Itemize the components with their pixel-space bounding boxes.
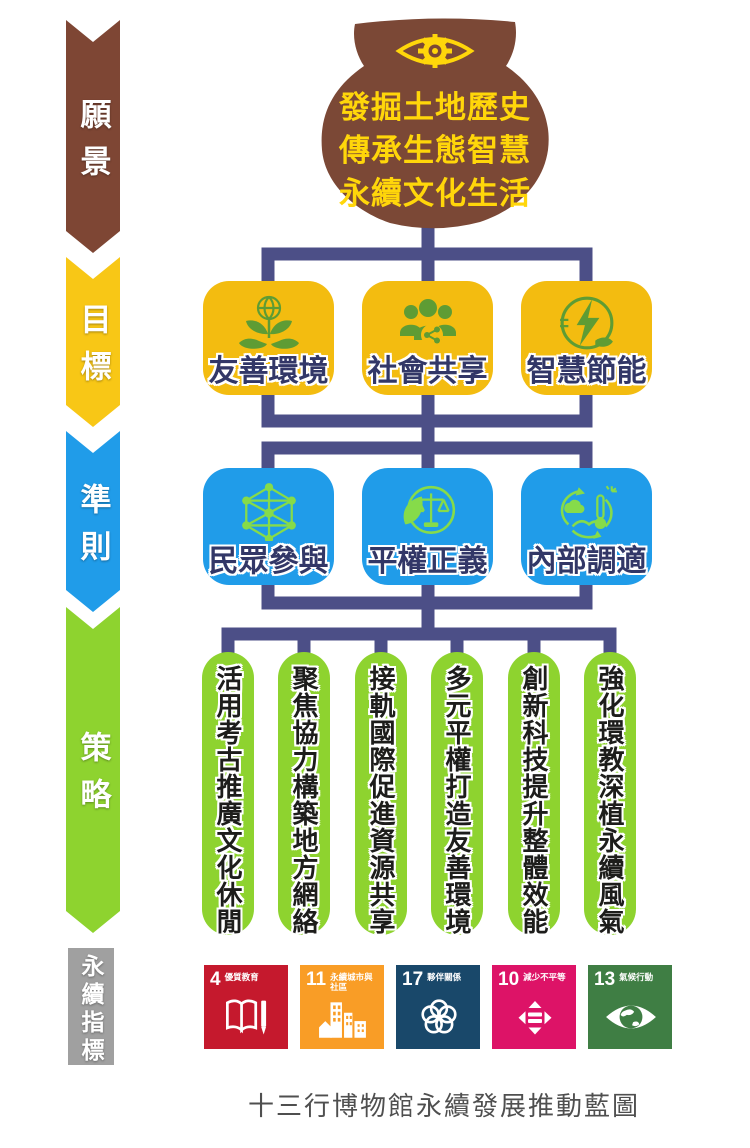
- ribbon-segment-vision: 願景: [66, 20, 120, 253]
- sdg-title: 優質教育: [224, 972, 259, 982]
- sdg-number: 4: [210, 969, 221, 990]
- strategy-pill: 多元平權打造友善環境: [431, 652, 483, 935]
- strategy-text: 強化環教深植永續風氣: [595, 665, 625, 935]
- strategy-pill: 接軌國際促進資源共享: [355, 652, 407, 935]
- strategy-text: 多元平權打造友善環境: [442, 665, 472, 935]
- sdg-tile-4: 4 優質教育: [204, 965, 288, 1049]
- sdg-13-eye-globe-icon: [594, 989, 668, 1045]
- ribbon-label-strategy: 策略: [75, 731, 111, 825]
- principle-box-internal-adaptation: 內部調適: [521, 468, 652, 585]
- goal-label: 友善環境: [208, 355, 329, 388]
- ribbon-segment-strategy: 策略: [66, 607, 120, 933]
- sdg-17-interlocking-rings-icon: [402, 989, 476, 1045]
- diagram-caption: 十三行博物館永續發展推動藍圖: [247, 1091, 640, 1121]
- sdg-tile-10: 10 減少不平等: [492, 965, 576, 1049]
- goal-label: 社會共享: [367, 355, 488, 388]
- sdg-number: 13: [594, 969, 616, 990]
- strategy-text: 接軌國際促進資源共享: [366, 665, 396, 935]
- vision-line-2: 傳承生態智慧: [339, 133, 531, 168]
- sdg-title: 夥伴關係: [427, 972, 462, 982]
- strategy-pill: 強化環教深植永續風氣: [584, 652, 636, 935]
- principle-box-public-participation: 民眾參與: [203, 468, 334, 585]
- lightning-leaf-icon: [558, 281, 616, 357]
- vision-line-1: 發掘土地歷史: [339, 90, 531, 125]
- network-globe-icon: [238, 468, 300, 547]
- people-share-icon: [396, 281, 460, 357]
- sdg-title: 氣候行動: [619, 972, 654, 982]
- goal-box-smart-energy: 智慧節能: [521, 281, 652, 395]
- sdg-tile-17: 17 夥伴關係: [396, 965, 480, 1049]
- sdg-number: 10: [498, 969, 520, 990]
- sdg-number: 11: [306, 969, 327, 990]
- ribbon-segment-goal: 目標: [66, 257, 120, 427]
- goal-box-friendly-environment: 友善環境: [203, 281, 334, 395]
- vision-line-3: 永續文化生活: [339, 176, 531, 211]
- strategy-pill: 創新科技提升整體效能: [508, 652, 560, 935]
- strategy-pill: 活用考古推廣文化休閒: [202, 652, 254, 935]
- ribbon-segment-sustainability-index: 永續指標: [68, 948, 114, 1066]
- strategy-text: 活用考古推廣文化休閒: [213, 665, 243, 935]
- strategy-text: 創新科技提升整體效能: [519, 665, 549, 935]
- principle-label: 民眾參與: [208, 545, 329, 578]
- principle-label: 平權正義: [367, 545, 488, 578]
- globe-plant-hands-icon: [237, 281, 301, 357]
- goal-label: 智慧節能: [526, 355, 647, 388]
- ribbon-label-vision: 願景: [75, 97, 111, 192]
- ribbon-segment-principle: 準則: [66, 431, 120, 612]
- sdg-tile-11: 11 永續城市與社區: [300, 965, 384, 1049]
- clay-pot-shape: [321, 18, 549, 229]
- sdg-11-city-buildings-icon: [306, 992, 380, 1045]
- scales-leaf-icon: [397, 468, 459, 547]
- strategy-text: 聚焦協力構築地方網絡: [289, 665, 319, 935]
- sdg-4-book-pencil-icon: [210, 989, 284, 1045]
- strategy-pill: 聚焦協力構築地方網絡: [278, 652, 330, 935]
- vision-statement: 發掘土地歷史 傳承生態智慧 永續文化生活: [310, 86, 560, 215]
- ribbon-label-principle: 準則: [75, 482, 111, 577]
- goal-box-social-sharing: 社會共享: [362, 281, 493, 395]
- ribbon-label-goal: 目標: [75, 303, 111, 397]
- climate-thermometer-icon: [554, 468, 620, 547]
- principle-box-equity-justice: 平權正義: [362, 468, 493, 585]
- sdg-title: 減少不平等: [523, 972, 566, 982]
- sdg-title: 永續城市與社區: [330, 972, 373, 993]
- ribbon-label-sustainability-index: 永續指標: [78, 953, 104, 1066]
- principle-label: 內部調適: [526, 545, 647, 578]
- sdg-number: 17: [402, 969, 424, 990]
- eye-gear-icon: [395, 34, 475, 68]
- sdg-10-equality-arrows-icon: [498, 989, 572, 1045]
- sdg-tile-13: 13 氣候行動: [588, 965, 672, 1049]
